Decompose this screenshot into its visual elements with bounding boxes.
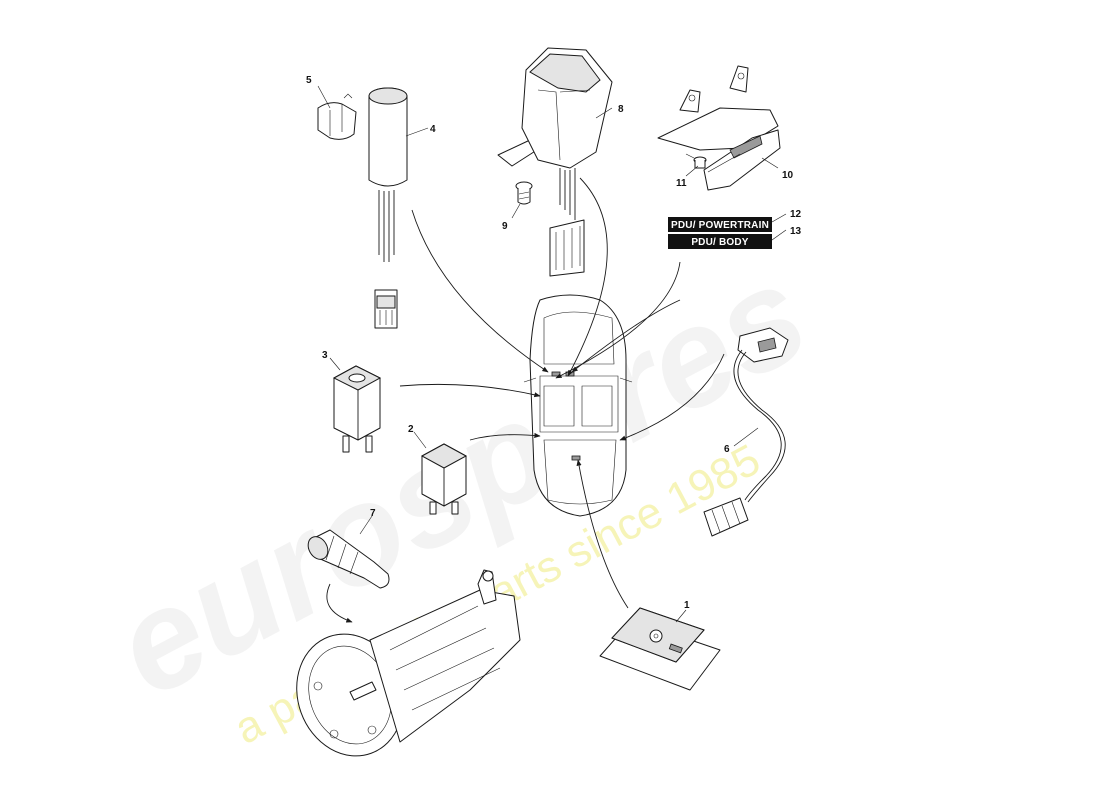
part-4-cylinder-relay [368,87,408,329]
part-1-panel [599,607,721,691]
part-6-harness [703,327,789,537]
leader-lines [326,177,725,623]
callout-9: 9 [502,221,508,232]
callout-1: 1 [684,600,690,611]
callout-7: 7 [370,508,376,519]
part-10-bracket [657,65,781,191]
part-11-screw [685,153,707,169]
label-powertrain-text: PDU/ POWERTRAIN [671,220,769,231]
callout-3: 3 [322,350,328,361]
part-7-sensor [307,529,390,589]
part-5-clip [317,93,357,140]
gearbox [296,569,521,757]
callout-numbers: 5 4 8 9 11 10 12 13 3 2 7 6 1 [306,75,802,611]
part-9-bolt [515,181,533,205]
label-powertrain: PDU/ POWERTRAIN [668,217,772,232]
callout-13: 13 [790,226,802,237]
label-body: PDU/ BODY [668,234,772,249]
part-3-relay [332,365,382,453]
car-outline [523,294,633,517]
label-body-text: PDU/ BODY [691,237,748,248]
callout-4: 4 [430,124,436,135]
callout-10: 10 [782,170,794,181]
callout-leaders [317,85,787,623]
callout-6: 6 [724,444,730,455]
callout-12: 12 [790,209,802,220]
part-8-control-module [497,47,613,277]
callout-5: 5 [306,75,312,86]
callout-8: 8 [618,104,624,115]
part-2-relay [420,443,468,515]
callout-11: 11 [676,178,687,189]
callout-2: 2 [408,424,414,435]
